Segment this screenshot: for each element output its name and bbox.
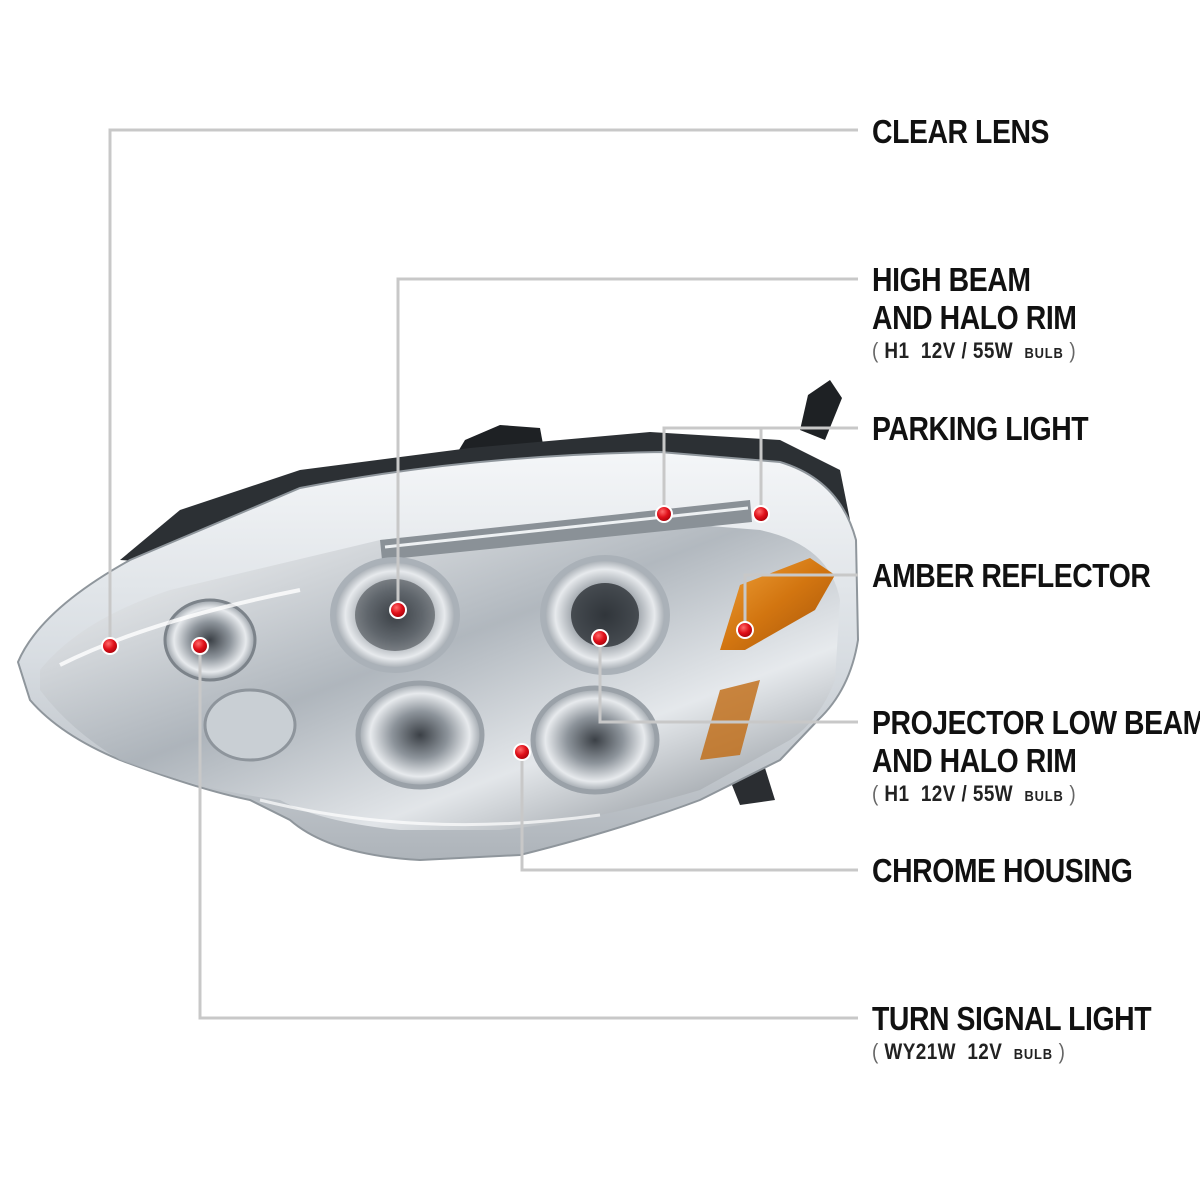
callout-projector-low-beam: PROJECTOR LOW BEAM AND HALO RIM ( H1 12V… [872,704,1200,811]
bulb-type: H1 [884,338,910,363]
leader-parking-light-a [662,426,858,514]
marker-parking-light-b [752,505,770,523]
callout-title: HIGH BEAM [872,261,1031,298]
leader-lines [108,128,858,1020]
marker-amber-reflector [736,621,754,639]
leader-projector-low-beam [598,638,858,724]
callout-amber-reflector: AMBER REFLECTOR [872,557,1151,595]
marker-projector-low-beam [591,629,609,647]
bulb-unit: BULB [1013,1046,1053,1063]
bulb-rating: 12V [967,1039,1003,1064]
marker-turn-signal [191,637,209,655]
leader-high-beam [396,277,858,610]
bulb-unit: BULB [1024,788,1064,805]
leader-turn-signal [198,646,858,1020]
callout-title: PARKING LIGHT [872,410,1089,447]
callout-clear-lens: CLEAR LENS [872,113,1049,151]
callout-chrome-housing: CHROME HOUSING [872,852,1133,890]
callout-title: CHROME HOUSING [872,852,1133,889]
bulb-rating: 12V / 55W [920,781,1014,806]
callout-title: TURN SIGNAL LIGHT [872,1000,1152,1037]
leader-chrome-housing [520,752,858,872]
callout-title: PROJECTOR LOW BEAM [872,704,1200,741]
callout-title: AMBER REFLECTOR [872,557,1151,594]
leader-amber-reflector [743,573,858,630]
turn-signal-bowl [163,598,257,682]
callout-title: CLEAR LENS [872,113,1050,150]
projector-lens [571,583,639,647]
leader-clear-lens [108,128,858,646]
callout-title-line2: AND HALO RIM [872,299,1077,336]
bulb-unit: BULB [1024,345,1064,362]
callout-turn-signal: TURN SIGNAL LIGHT ( WY21W 12V BULB ) [872,1000,1152,1069]
bulb-spec: ( H1 12V / 55W BULB ) [872,781,1077,806]
bulb-spec: ( WY21W 12V BULB ) [872,1039,1066,1064]
markers [101,505,770,761]
callout-high-beam: HIGH BEAM AND HALO RIM ( H1 12V / 55W BU… [872,261,1077,368]
marker-high-beam [389,601,407,619]
mounting-bracket-right [800,380,842,440]
marker-clear-lens [101,637,119,655]
bulb-type: H1 [884,781,910,806]
bulb-rating: 12V / 55W [920,338,1014,363]
bulb-spec: ( H1 12V / 55W BULB ) [872,338,1077,363]
callout-parking-light: PARKING LIGHT [872,410,1089,448]
callout-title-line2: AND HALO RIM [872,742,1077,779]
headlight-assembly [16,380,860,862]
marker-parking-light-a [655,505,673,523]
bulb-type: WY21W [884,1039,956,1064]
marker-chrome-housing [513,743,531,761]
